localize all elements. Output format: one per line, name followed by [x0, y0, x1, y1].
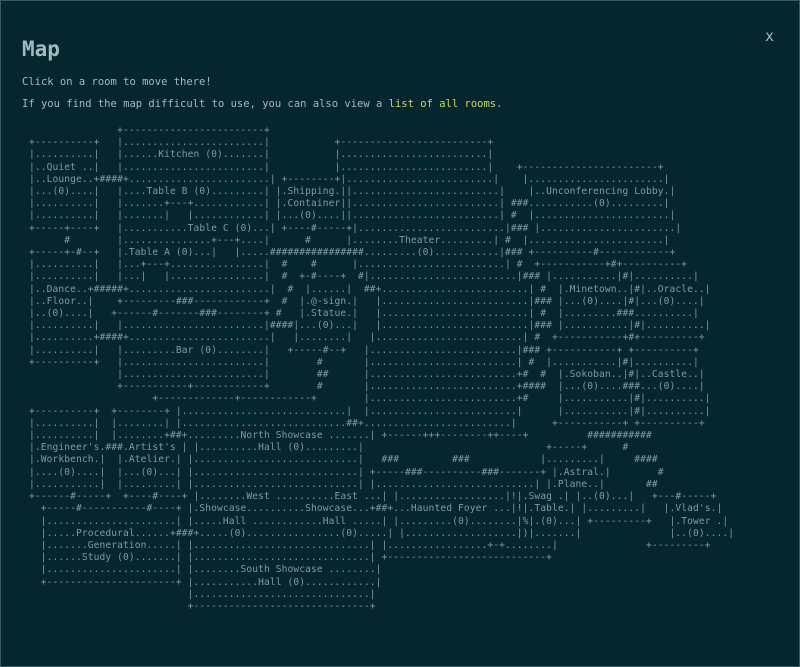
map-line[interactable]: |..........| |...+---+................| …	[29, 259, 688, 271]
map-line[interactable]: |........................| ## |.........…	[29, 369, 705, 381]
map-line[interactable]: +-------------+------------+ |..........…	[29, 393, 711, 405]
map-line[interactable]: |..........+####+.......................…	[29, 332, 705, 344]
map-line[interactable]: |..........| |.......+---+............| …	[29, 198, 670, 210]
map-line[interactable]: |......Study (0).......| |..............…	[29, 552, 552, 564]
map-line[interactable]: |..........| |........| |...............…	[29, 417, 705, 429]
map-line[interactable]: |.......Generation.....| |..............…	[29, 539, 711, 551]
map-line[interactable]: +------------------------+	[29, 125, 270, 136]
map-line[interactable]: |.Workbench.| |.Atelier.| |.............…	[29, 454, 658, 466]
map-line[interactable]: |..........| |...| |................| # …	[29, 271, 699, 283]
map-line[interactable]: |..(0)....| +------#-------###--------+ …	[29, 308, 699, 320]
map-line[interactable]: +----------+ +--------+ |...............…	[29, 405, 711, 417]
map-line[interactable]: |...........| |.........| |.............…	[29, 478, 658, 490]
map-line[interactable]: |....(0)....| |...(0)...| |.............…	[29, 466, 664, 478]
alt-instruction: If you find the map difficult to use, yo…	[22, 98, 502, 110]
map-line[interactable]: |..............................|	[29, 588, 376, 600]
map-line[interactable]: +----------------------+ |...........Hal…	[29, 576, 382, 588]
map-line[interactable]: +-----+----+ |...........Table C (0)...|…	[29, 222, 682, 234]
alt-instruction-prefix: If you find the map difficult to use, yo…	[22, 98, 389, 110]
map-line[interactable]: +----------+ |........................| …	[29, 137, 494, 149]
map-line[interactable]: +------------------------------+	[29, 600, 376, 612]
map-line[interactable]: |..Quiet ..| |........................| …	[29, 161, 664, 173]
map-instruction: Click on a room to move there!	[22, 76, 212, 88]
map-line[interactable]: |..........| |........................|#…	[29, 320, 711, 332]
map-line[interactable]: |.Engineer's.###.Artist's | |..........H…	[29, 442, 629, 454]
alt-instruction-suffix: .	[496, 98, 503, 110]
room-list-link[interactable]: list of all rooms	[388, 98, 497, 110]
map-line[interactable]: +------#-----+ +----#----+ |........West…	[29, 491, 717, 503]
close-button[interactable]: x	[765, 27, 775, 45]
map-line[interactable]: |......................| |.....Hall ....…	[29, 515, 729, 527]
map-line[interactable]: |......................| |........South …	[29, 564, 382, 576]
map-line[interactable]: |..Dance..+#####+.......................…	[29, 283, 711, 295]
map-line[interactable]: +-----------+------------+ # |..........…	[29, 381, 705, 393]
map-line[interactable]: |..........| |.........Bar (0)........| …	[29, 344, 699, 356]
map-line[interactable]: # |...............+---+....| # |........…	[29, 234, 670, 246]
dialog-title: Map	[22, 37, 60, 61]
map-line[interactable]: |..........| |........+##+.........North…	[29, 430, 652, 442]
map-line[interactable]: +-----+-#--+ |.Table A (0)...| |.....###…	[29, 247, 676, 259]
map-line[interactable]: |.....Procedural......+###+.....(0).....…	[29, 527, 735, 539]
map-line[interactable]: +----------+ |........................| …	[29, 356, 699, 368]
map-line[interactable]: +-----#-----------#----+ |.Showcase.....…	[29, 503, 723, 515]
map-line[interactable]: |...(0)....| |....Table B (0).........| …	[29, 186, 676, 198]
map-line[interactable]: |..........| |......Kitchen (0).......| …	[29, 149, 494, 161]
map-line[interactable]: |..........| |.......| |............| |.…	[29, 210, 676, 222]
map-line[interactable]: |..Lounge..+####+.......................…	[29, 173, 670, 185]
ascii-room-map[interactable]: +------------------------+ +----------+ …	[29, 125, 734, 613]
map-line[interactable]: |..Floor..| +---------###------------+ #…	[29, 295, 705, 307]
